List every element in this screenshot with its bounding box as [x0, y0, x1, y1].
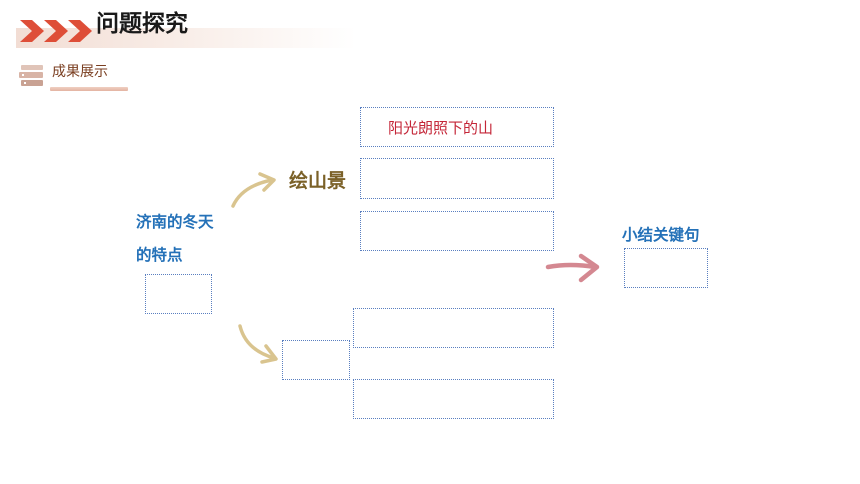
mountain-box-2[interactable]: [360, 158, 554, 199]
branch-2-label-box[interactable]: [282, 340, 350, 380]
topic-answer-box[interactable]: [145, 274, 212, 314]
books-icon: [19, 65, 43, 86]
summary-label: 小结关键句: [622, 226, 700, 244]
branch-mountain-label: 绘山景: [289, 170, 347, 192]
summary-answer-box[interactable]: [624, 248, 708, 288]
mountain-box-1[interactable]: 阳光朗照下的山: [360, 107, 554, 147]
topic-label-line2: 的特点: [136, 246, 183, 264]
header-banner: [16, 28, 356, 48]
curved-arrow-up-icon: [231, 172, 276, 208]
page-title: 问题探究: [96, 11, 188, 37]
arrow-right-icon: [545, 253, 600, 283]
topic-label-line1: 济南的冬天: [136, 213, 214, 231]
mountain-box-1-text: 阳光朗照下的山: [388, 119, 494, 137]
branch-2-box-1[interactable]: [353, 308, 554, 348]
section-label: 成果展示: [52, 64, 108, 80]
triple-chevron-right-icon: [20, 20, 92, 42]
section-underline: [50, 87, 128, 91]
branch-2-box-2[interactable]: [353, 379, 554, 419]
mountain-box-3[interactable]: [360, 211, 554, 251]
curved-arrow-down-icon: [238, 324, 278, 364]
